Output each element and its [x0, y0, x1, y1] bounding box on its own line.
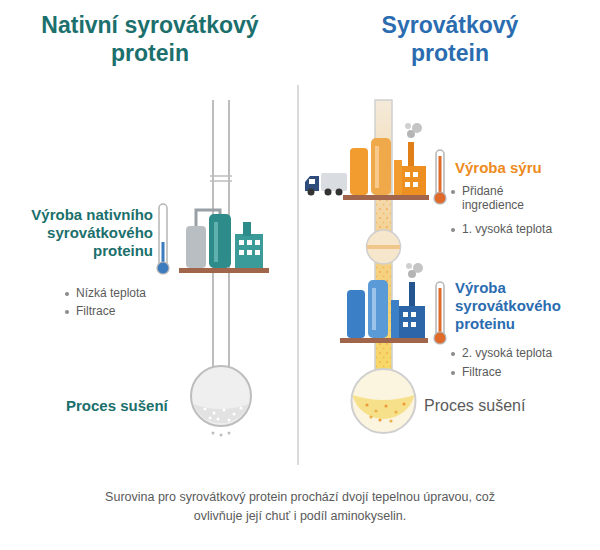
step-heading: Výroba sýru	[455, 159, 590, 177]
caption: Surovina pro syrovátkový protein procház…	[80, 488, 520, 527]
milk-truck	[305, 173, 347, 196]
bullet-item: 2. vysoká teplota	[462, 346, 587, 360]
whey-factory	[340, 263, 428, 343]
native-drying-flask	[191, 366, 251, 437]
bullet-item: Filtrace	[76, 304, 196, 318]
bullet-item: Přidané ingredience	[462, 184, 542, 213]
whey-drying-flask	[352, 369, 416, 433]
thermometer-high-2	[434, 282, 446, 344]
step-heading: Proces sušení	[424, 396, 584, 415]
thermometer-high-1	[434, 150, 446, 204]
step-heading: Výroba syrovátkového proteinu	[455, 279, 590, 333]
bullet-item: 1. vysoká teplota	[462, 222, 587, 236]
column-title: Syrovátkový protein	[363, 12, 538, 67]
whey-pipe	[367, 100, 401, 372]
thermometer-low	[157, 204, 169, 274]
bullet-item: Filtrace	[462, 365, 587, 379]
native-pipe	[210, 100, 232, 368]
cheese-factory	[343, 123, 429, 200]
native-factory	[179, 210, 269, 273]
column-title: Nativní syrovátkový protein	[12, 12, 288, 67]
bullet-item: Nízká teplota	[76, 286, 196, 300]
step-heading: Proces sušení	[66, 397, 186, 415]
column-divider	[297, 85, 299, 465]
step-heading: Výroba nativního syrovátkového proteinu	[10, 206, 153, 260]
